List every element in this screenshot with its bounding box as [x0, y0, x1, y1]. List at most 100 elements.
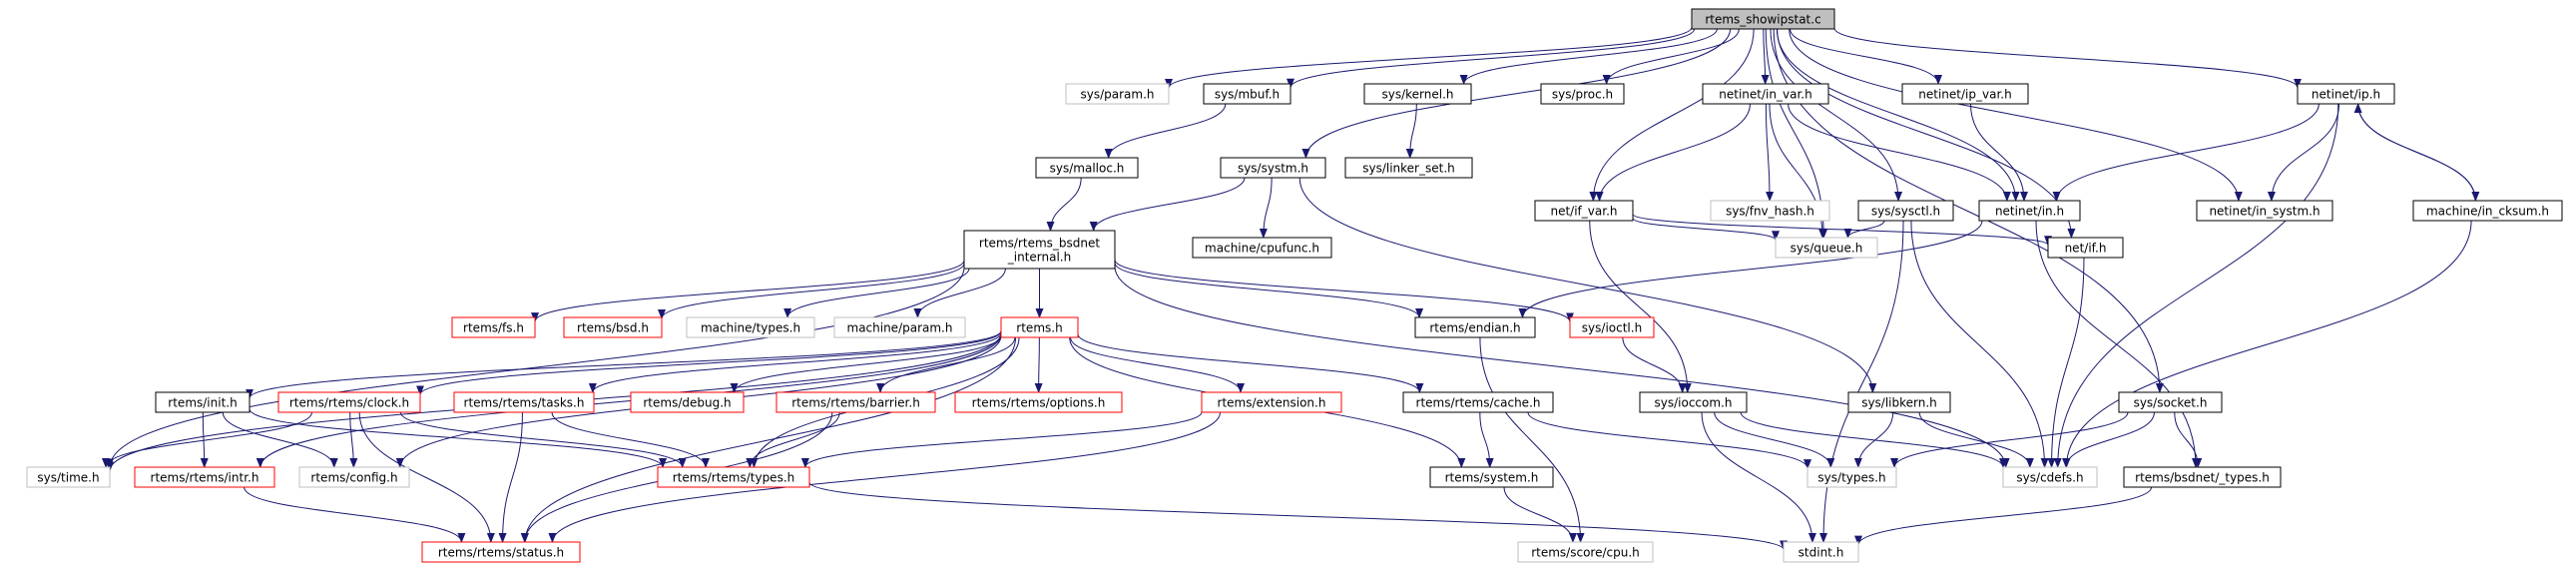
node-machine-param[interactable]: machine/param.h: [833, 316, 966, 338]
node-rtems-barrier[interactable]: rtems/rtems/barrier.h: [775, 391, 936, 413]
node-rtems-bsd[interactable]: rtems/bsd.h: [563, 316, 663, 338]
node-sys-linker-set[interactable]: sys/linker_set.h: [1344, 157, 1473, 179]
node-label: rtems.h: [1016, 321, 1062, 335]
node-box: [2412, 200, 2563, 222]
node-machine-types[interactable]: machine/types.h: [686, 316, 815, 338]
node-sys-socket[interactable]: sys/socket.h: [2118, 391, 2223, 413]
edge-rtems-clock-to-rtems-status: [358, 411, 495, 543]
edge-sys-mbuf-to-sys-malloc: [1104, 103, 1227, 159]
node-sys-time[interactable]: sys/time.h: [26, 466, 111, 488]
node-netinet-in-var[interactable]: netinet/in_var.h: [1702, 83, 1829, 105]
node-box: [1201, 391, 1342, 413]
node-sys-libkern[interactable]: sys/libkern.h: [1847, 391, 1951, 413]
node-bsdnet-internal[interactable]: rtems/rtems_bsdnet_internal.h: [963, 230, 1116, 270]
node-label: rtems/extension.h: [1218, 396, 1326, 410]
node-net-if[interactable]: net/if.h: [2047, 237, 2124, 259]
node-sys-sysctl[interactable]: sys/sysctl.h: [1857, 200, 1954, 222]
edge-bsdnet-internal-to-rtems-bsd: [658, 263, 965, 320]
node-box: [963, 230, 1116, 270]
node-sys-proc[interactable]: sys/proc.h: [1540, 83, 1625, 105]
node-sys-queue[interactable]: sys/queue.h: [1775, 237, 1878, 259]
node-box: [1639, 391, 1748, 413]
node-rtems-system[interactable]: rtems/system.h: [1429, 466, 1554, 488]
node-rtems-endian[interactable]: rtems/endian.h: [1414, 316, 1536, 338]
node-rtems-clock[interactable]: rtems/rtems/clock.h: [277, 391, 421, 413]
node-rtems-init[interactable]: rtems/init.h: [155, 391, 251, 413]
node-rtems-config[interactable]: rtems/config.h: [298, 466, 410, 488]
node-bsdnet-types[interactable]: rtems/bsdnet/_types.h: [2123, 466, 2282, 488]
node-box: [277, 391, 421, 413]
node-box: [2123, 466, 2282, 488]
node-rtems-tasks[interactable]: rtems/rtems/tasks.h: [453, 391, 595, 413]
node-box: [1783, 541, 1859, 563]
node-box: [1192, 237, 1332, 259]
node-sys-param[interactable]: sys/param.h: [1065, 83, 1170, 105]
node-box: [1363, 83, 1472, 105]
node-rtems-intr[interactable]: rtems/rtems/intr.h: [134, 466, 275, 488]
node-rtems-types[interactable]: rtems/rtems/types.h: [657, 466, 810, 488]
node-net-if-var[interactable]: net/if_var.h: [1534, 200, 1634, 222]
node-label: net/if.h: [2065, 242, 2107, 256]
node-sys-types[interactable]: sys/types.h: [1806, 466, 1897, 488]
node-label: sys/malloc.h: [1050, 162, 1125, 176]
node-label: machine/in_cksum.h: [2426, 205, 2549, 219]
node-root[interactable]: rtems_showipstat.c: [1691, 8, 1835, 30]
node-sys-ioctl[interactable]: sys/ioctl.h: [1569, 316, 1655, 338]
edge-netinet-ip-to-sys-cdefs: [2053, 103, 2339, 468]
node-rtems-cache[interactable]: rtems/rtems/cache.h: [1402, 391, 1554, 413]
node-sys-fnv-hash[interactable]: sys/fnv_hash.h: [1710, 200, 1830, 222]
edge-net-if-var-to-sys-queue: [1632, 217, 1780, 242]
node-rtems-h[interactable]: rtems.h: [1000, 316, 1079, 338]
node-stdint[interactable]: stdint.h: [1783, 541, 1859, 563]
node-box: [1429, 466, 1554, 488]
edge-root-to-sys-sysctl: [1770, 28, 1903, 202]
node-sys-systm[interactable]: sys/systm.h: [1220, 157, 1326, 179]
node-rtems-score-cpu[interactable]: rtems/score/cpu.h: [1517, 541, 1654, 563]
node-box: [775, 391, 936, 413]
edge-machine-in-cksum-to-sys-cdefs: [2062, 220, 2472, 468]
node-rtems-status[interactable]: rtems/rtems/status.h: [421, 541, 581, 563]
node-netinet-in[interactable]: netinet/in.h: [1978, 200, 2081, 222]
node-label: rtems/bsd.h: [577, 321, 649, 335]
node-netinet-ip-var[interactable]: netinet/ip_var.h: [1901, 83, 2029, 105]
node-rtems-debug[interactable]: rtems/debug.h: [630, 391, 745, 413]
node-sys-kernel[interactable]: sys/kernel.h: [1363, 83, 1472, 105]
edge-net-if-var-to-net-if: [1632, 214, 2052, 247]
node-sys-mbuf[interactable]: sys/mbuf.h: [1203, 83, 1291, 105]
node-box: [1775, 237, 1878, 259]
edge-bsdnet-internal-to-rtems-endian: [1114, 263, 1423, 318]
node-sys-malloc[interactable]: sys/malloc.h: [1035, 157, 1139, 179]
node-netinet-in-systm[interactable]: netinet/in_systm.h: [2196, 200, 2333, 222]
node-box: [686, 316, 815, 338]
node-rtems-extension[interactable]: rtems/extension.h: [1201, 391, 1342, 413]
edge-rtems-extension-to-rtems-types: [800, 411, 1203, 468]
node-label: sys/types.h: [1817, 471, 1885, 485]
node-label: rtems/debug.h: [643, 396, 731, 410]
edge-root-to-sys-systm: [1301, 28, 1732, 159]
node-label: rtems/rtems/status.h: [438, 546, 564, 560]
edge-rtems-h-to-rtems-options: [1034, 336, 1043, 393]
node-sys-ioccom[interactable]: sys/ioccom.h: [1639, 391, 1748, 413]
node-rtems-fs[interactable]: rtems/fs.h: [451, 316, 536, 338]
node-netinet-ip[interactable]: netinet/ip.h: [2297, 83, 2395, 105]
edge-bsdnet-internal-to-sys-ioctl: [1114, 260, 1574, 323]
edge-rtems-clock-to-sys-time: [102, 411, 312, 468]
node-machine-in-cksum[interactable]: machine/in_cksum.h: [2412, 200, 2563, 222]
edge-rtems-h-to-rtems-extension: [1070, 336, 1245, 393]
edge-rtems-tasks-to-rtems-status: [498, 411, 523, 543]
node-machine-cpufunc[interactable]: machine/cpufunc.h: [1192, 237, 1332, 259]
edge-rtems-clock-to-rtems-config: [349, 411, 358, 468]
edge-rtems-extension-to-rtems-status: [548, 411, 1222, 543]
node-label: sys/time.h: [37, 471, 99, 485]
node-label: rtems/fs.h: [463, 321, 524, 335]
node-label: rtems/rtems/clock.h: [289, 396, 409, 410]
node-label: stdint.h: [1799, 546, 1844, 560]
node-label: rtems/system.h: [1445, 471, 1539, 485]
node-label: rtems/rtems/types.h: [673, 471, 795, 485]
edge-root-to-netinet-ip: [1833, 27, 2302, 89]
node-box: [1517, 541, 1654, 563]
node-rtems-options[interactable]: rtems/rtems/options.h: [954, 391, 1123, 413]
node-sys-cdefs[interactable]: sys/cdefs.h: [2002, 466, 2098, 488]
edge-bsdnet-internal-to-sys-time: [106, 267, 965, 469]
edge-netinet-ip-to-netinet-in-systm: [2267, 103, 2340, 202]
